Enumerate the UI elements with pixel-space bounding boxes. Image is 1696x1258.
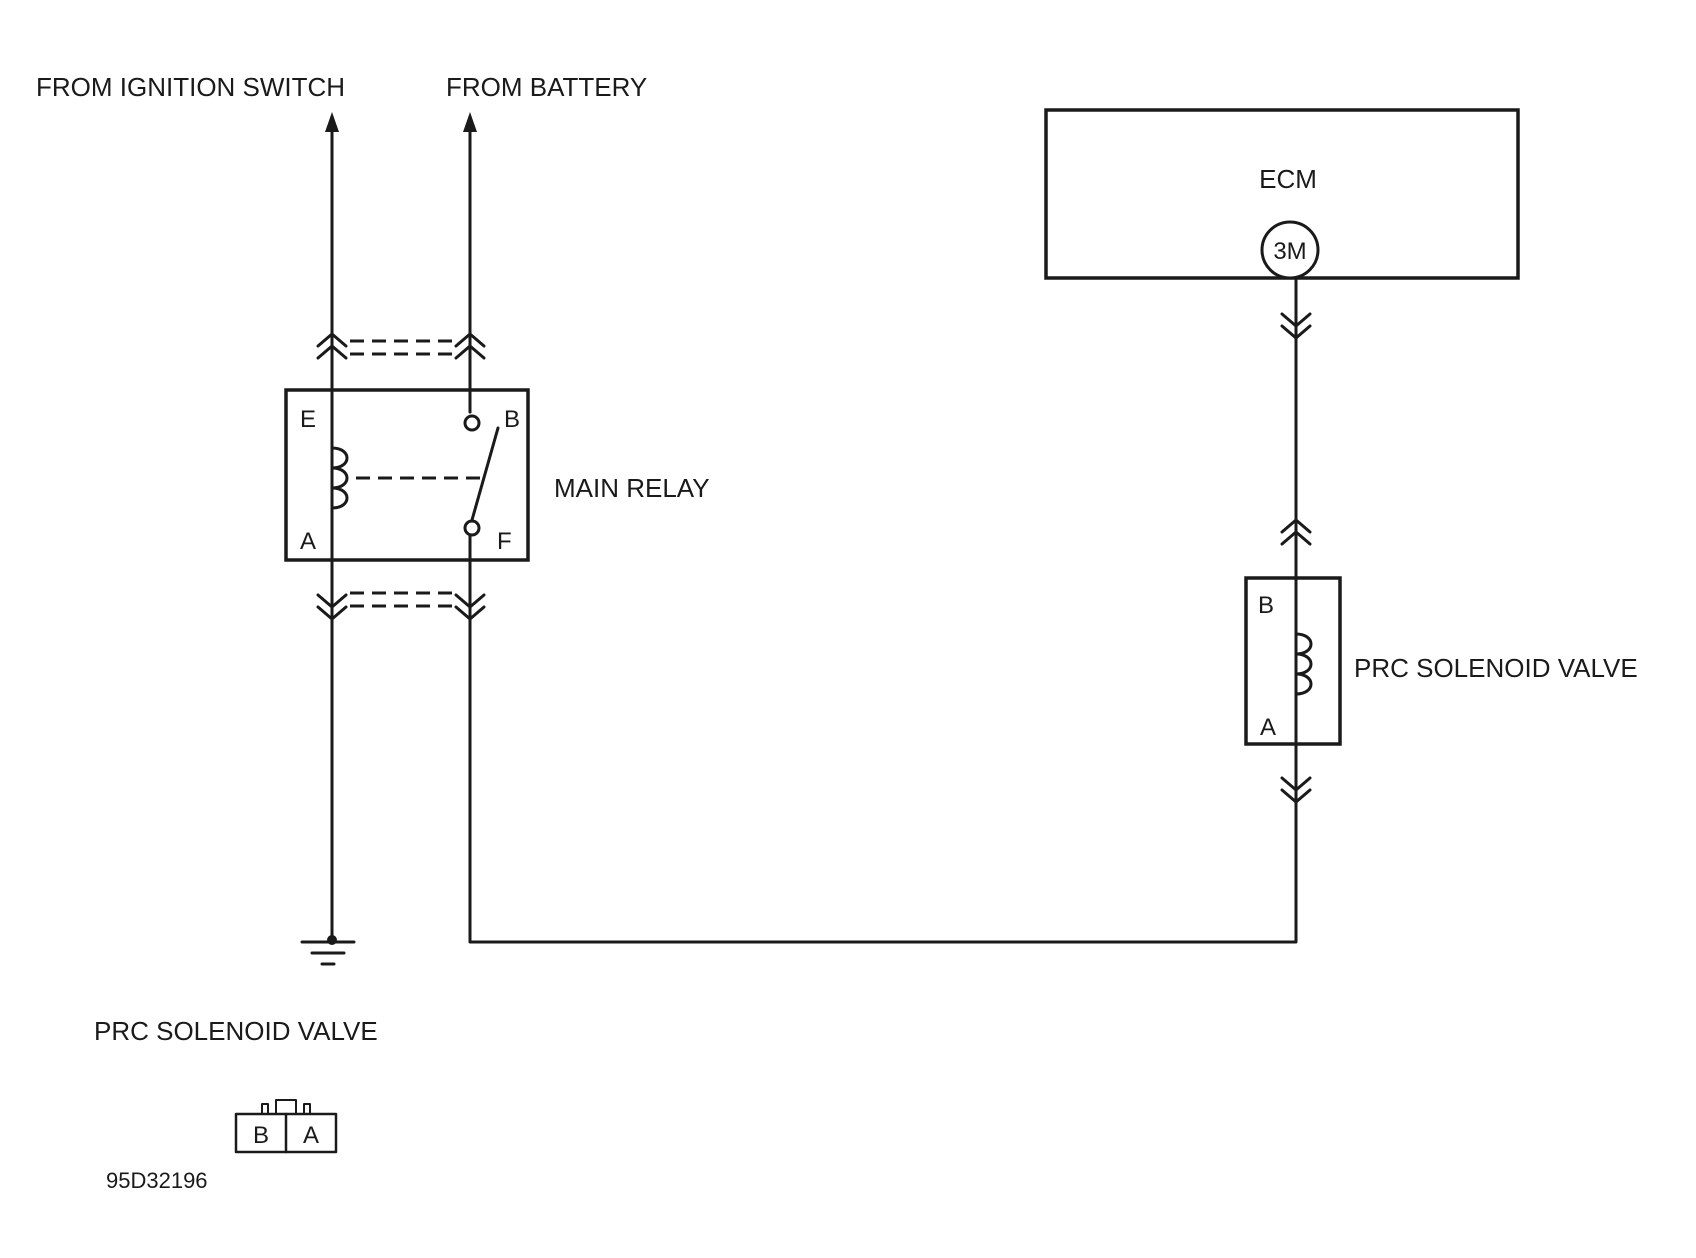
connector-view-title: PRC SOLENOID VALVE — [94, 1016, 378, 1046]
ground-icon — [300, 935, 356, 966]
solenoid-pin-b: B — [1258, 592, 1274, 619]
from-battery-label: FROM BATTERY — [446, 72, 647, 102]
main-relay: E B A F — [284, 388, 530, 562]
battery-wire — [463, 112, 477, 414]
figure-id: 95D32196 — [106, 1168, 208, 1193]
prc-solenoid-valve: B A — [1244, 576, 1342, 746]
relay-coil-icon — [330, 446, 349, 510]
ecm-terminal — [1260, 220, 1320, 280]
solenoid-pin-a: A — [1260, 714, 1276, 741]
from-ignition-switch-label: FROM IGNITION SWITCH — [36, 72, 345, 102]
connector-face: B A — [234, 1099, 338, 1154]
ignition-wire — [325, 112, 339, 942]
ecm: ECM 3M — [1044, 108, 1520, 280]
relay-pin-b: B — [504, 406, 520, 433]
relay-contact-b — [463, 414, 481, 432]
main-relay-box — [284, 388, 530, 562]
solenoid-coil-icon — [1294, 632, 1313, 696]
arrow-up-icon — [325, 112, 339, 132]
solenoid-top-connector-symbol — [1280, 518, 1312, 546]
connector-pin-a: A — [303, 1122, 319, 1149]
relay-contact-f — [463, 519, 481, 537]
relay-pin-a: A — [300, 528, 316, 555]
relay-to-solenoid-wire — [468, 274, 1298, 944]
lower-connector-symbol — [316, 591, 486, 621]
upper-connector-symbol — [316, 332, 486, 360]
relay-pin-f: F — [497, 528, 512, 555]
main-relay-label: MAIN RELAY — [554, 473, 710, 503]
ecm-terminal-label: 3M — [1273, 238, 1306, 265]
relay-pin-e: E — [300, 406, 316, 433]
solenoid-bottom-connector-symbol — [1280, 776, 1312, 804]
prc-solenoid-valve-label: PRC SOLENOID VALVE — [1354, 653, 1638, 683]
ecm-label: ECM — [1259, 164, 1317, 194]
connector-pin-b: B — [253, 1122, 269, 1149]
relay-switch-arm — [470, 426, 500, 522]
solenoid-box — [1244, 576, 1342, 746]
ecm-connector-symbol — [1280, 312, 1312, 340]
arrow-up-icon — [463, 112, 477, 132]
